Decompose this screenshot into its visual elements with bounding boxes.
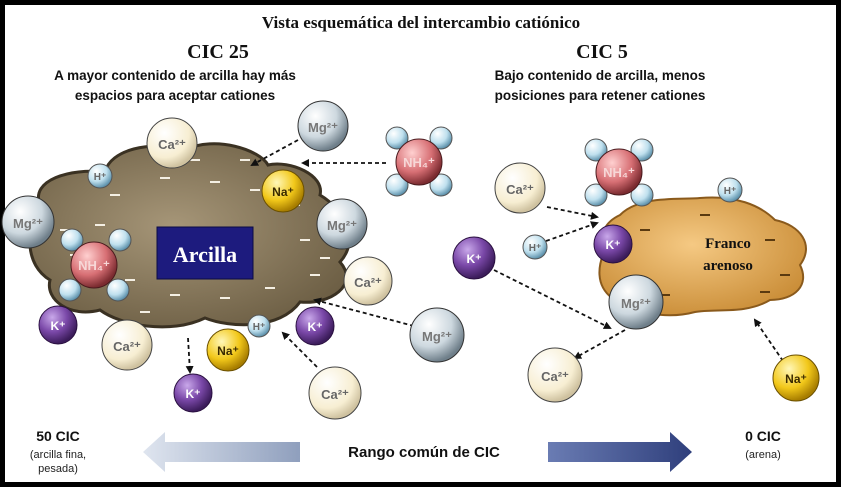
sodium-ion-label: Na⁺ [272,185,294,199]
ammonium-ion: NH₄⁺ [58,228,132,302]
potassium-ion-label: K⁺ [606,238,621,252]
hydrogen-ion-label: H⁺ [529,243,542,254]
left-heading-cic: CIC 25 [187,41,249,63]
magnesium-ion-label: Mg²⁺ [308,120,338,135]
hydrogen-ion: H⁺ [522,234,548,260]
magnesium-ion: Mg²⁺ [608,274,664,330]
left-description-line1: A mayor contenido de arcilla hay más [54,68,296,83]
potassium-ion: K⁺ [38,305,78,345]
magnesium-ion: Mg²⁺ [297,100,349,152]
calcium-ion-label: Ca²⁺ [354,275,382,290]
hydrogen-ion-label: H⁺ [94,172,107,183]
right-description-line1: Bajo contenido de arcilla, menos [495,68,706,83]
calcium-ion: Ca²⁺ [146,117,198,169]
magnesium-ion: Mg²⁺ [409,307,465,363]
magnesium-ion-label: Mg²⁺ [13,216,43,231]
potassium-ion-label: K⁺ [467,252,482,266]
right-description-line2: posiciones para retener cationes [495,88,706,103]
ammonium-ion-label: NH₄⁺ [603,165,635,180]
potassium-ion: K⁺ [452,236,496,280]
calcium-ion: Ca²⁺ [527,347,583,403]
range-center-label: Rango común de CIC [348,444,500,461]
hydrogen-ion-label: H⁺ [724,186,737,197]
potassium-ion: K⁺ [593,224,633,264]
range-right-value: 0 CIC [745,428,781,444]
calcium-ion-label: Ca²⁺ [158,137,186,152]
potassium-ion: K⁺ [295,306,335,346]
hydrogen-ion-label: H⁺ [253,322,266,333]
calcium-ion: Ca²⁺ [494,162,546,214]
magnesium-ion-label: Mg²⁺ [422,329,452,344]
exchange-arrows [185,139,784,374]
calcium-ion-label: Ca²⁺ [321,387,349,402]
sodium-ion: Na⁺ [772,354,820,402]
range-left-value: 50 CIC [36,428,80,444]
sodium-ion-label: Na⁺ [217,344,239,358]
magnesium-ion-label: Mg²⁺ [621,296,651,311]
hydrogen-ion: H⁺ [717,177,743,203]
sodium-ion: Na⁺ [206,328,250,372]
ammonium-ion: NH₄⁺ [584,138,654,207]
range-left-note-line1: (arcilla fina, [30,449,86,461]
hydrogen-ion: H⁺ [247,314,271,338]
magnesium-ion-label: Mg²⁺ [327,218,357,233]
calcium-ion-label: Ca²⁺ [506,182,534,197]
calcium-ion-label: Ca²⁺ [541,369,569,384]
diagram-title: Vista esquemática del intercambio catión… [262,13,580,32]
ammonium-ion: NH₄⁺ [385,126,453,197]
range-right-note: (arena) [745,449,780,461]
potassium-ion: K⁺ [173,373,213,413]
hydrogen-ion: H⁺ [87,163,113,189]
calcium-ion-label: Ca²⁺ [113,339,141,354]
magnesium-ion: Mg²⁺ [1,195,55,249]
magnesium-ion: Mg²⁺ [316,198,368,250]
sandy-loam-label-line1: Franco [705,236,751,252]
sodium-ion-label: Na⁺ [785,372,807,386]
right-heading-cic: CIC 5 [576,41,628,63]
calcium-ion: Ca²⁺ [343,256,393,306]
sodium-ion: Na⁺ [261,169,305,213]
potassium-ion-label: K⁺ [51,319,66,333]
calcium-ion: Ca²⁺ [308,366,362,420]
clay-label: Arcilla [173,242,237,267]
potassium-ion-label: K⁺ [186,387,201,401]
sandy-loam-label-line2: arenoso [703,258,753,274]
range-arrow-right [548,432,692,472]
potassium-ion-label: K⁺ [308,320,323,334]
range-arrow-left [143,432,300,472]
calcium-ion: Ca²⁺ [101,319,153,371]
left-description-line2: espacios para aceptar cationes [75,88,275,103]
clay-label-box [156,226,254,280]
range-left-note-line2: pesada) [38,463,78,475]
ammonium-ion-label: NH₄⁺ [403,155,435,170]
ammonium-ion-label: NH₄⁺ [78,258,110,273]
